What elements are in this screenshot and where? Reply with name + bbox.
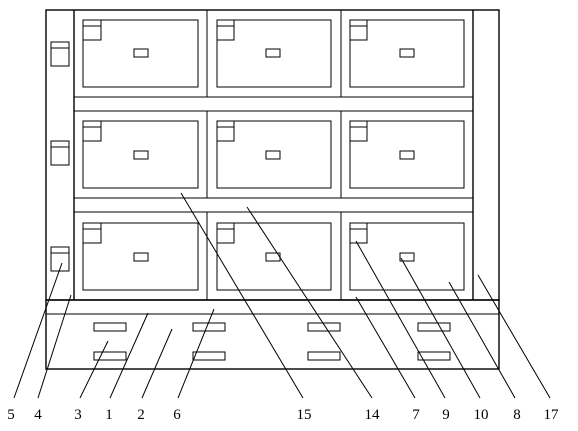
label-15: 15 <box>297 407 312 423</box>
leader-1 <box>109 312 149 399</box>
label-2: 2 <box>137 407 145 423</box>
label-10: 10 <box>474 407 489 423</box>
handle-top-2 <box>192 322 226 332</box>
base-unit <box>45 299 500 370</box>
compartment-r1c2 <box>216 19 332 88</box>
label-9: 9 <box>442 407 450 423</box>
leader-3 <box>79 340 109 399</box>
handle-bottom-4 <box>417 351 451 361</box>
label-4: 4 <box>34 407 42 423</box>
leader-15 <box>180 192 304 399</box>
compartment-r3c2 <box>216 222 332 291</box>
label-17: 17 <box>544 407 560 423</box>
compartment-r1c1 <box>82 19 199 88</box>
leader-4 <box>37 294 72 399</box>
post-box-bottom <box>50 246 70 272</box>
leader-14 <box>246 206 373 399</box>
label-5: 5 <box>7 407 15 423</box>
post-box-middle <box>50 140 70 166</box>
leader-2 <box>141 328 173 399</box>
compartment-r1c3 <box>349 19 465 88</box>
compartment-r2c1 <box>82 120 199 189</box>
compartment-r2c3 <box>349 120 465 189</box>
handle-bottom-2 <box>192 351 226 361</box>
compartment-r3c1 <box>82 222 199 291</box>
handle-top-4 <box>417 322 451 332</box>
compartment-r3c3 <box>349 222 465 291</box>
handle-top-1 <box>93 322 127 332</box>
handle-bottom-1 <box>93 351 127 361</box>
leader-8 <box>448 281 516 399</box>
leader-5 <box>13 262 63 399</box>
leader-9 <box>355 240 446 399</box>
leader-17 <box>477 274 551 399</box>
compartment-r2c2 <box>216 120 332 189</box>
handle-top-3 <box>307 322 341 332</box>
leader-7 <box>355 296 416 399</box>
label-14: 14 <box>365 407 381 423</box>
cabinet-frame <box>45 9 500 301</box>
post-box-top <box>50 41 70 67</box>
label-8: 8 <box>513 407 521 423</box>
label-6: 6 <box>173 407 181 423</box>
label-3: 3 <box>74 407 82 423</box>
leader-6 <box>177 308 215 399</box>
handle-bottom-3 <box>307 351 341 361</box>
label-1: 1 <box>105 407 113 423</box>
label-7: 7 <box>412 407 420 423</box>
leader-10 <box>400 257 481 399</box>
